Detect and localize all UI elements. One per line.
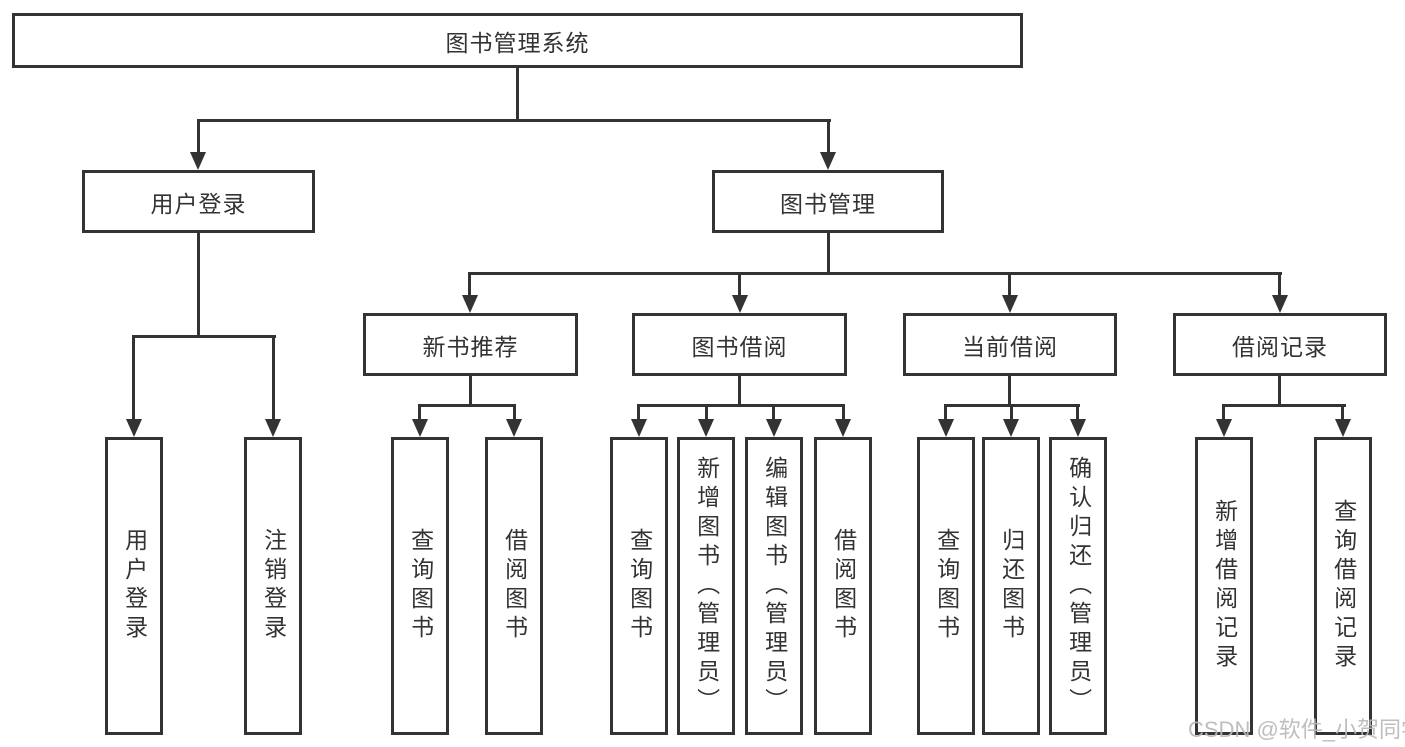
arrowhead-icon <box>462 295 478 313</box>
node-user-login-branch: 用户登录 <box>82 170 315 233</box>
connector-line <box>1008 272 1011 298</box>
node-root-library-system: 图书管理系统 <box>12 13 1023 68</box>
node-borrow-records: 借阅记录 <box>1173 313 1387 376</box>
node-label: 用户登录 <box>121 528 148 644</box>
node-leaf-return-book: 归还图书 <box>982 437 1040 735</box>
node-leaf-borrow-book: 借阅图书 <box>814 437 872 735</box>
connector-line <box>132 335 135 421</box>
node-leaf-confirm-return-admin: 确认归还（管理员） <box>1049 437 1107 735</box>
arrowhead-icon <box>732 295 748 313</box>
csdn-watermark: CSDN @软件_小贺同学 <box>1188 717 1405 742</box>
connector-line <box>197 119 831 122</box>
node-book-borrowing: 图书借阅 <box>632 313 847 376</box>
node-leaf-add-book-admin: 新增图书（管理员） <box>677 437 735 735</box>
connector-line <box>772 404 775 422</box>
arrowhead-icon <box>190 152 206 170</box>
arrowhead-icon <box>412 419 428 437</box>
node-label: 新书推荐 <box>422 333 519 360</box>
node-leaf-user-login: 用户登录 <box>105 437 163 735</box>
node-label: 查询图书 <box>626 528 653 644</box>
connector-line <box>637 404 845 407</box>
arrowhead-icon <box>1003 419 1019 437</box>
connector-line <box>197 119 200 155</box>
node-label: 查询图书 <box>933 528 960 644</box>
connector-line <box>1076 404 1079 422</box>
connector-line <box>705 404 708 422</box>
arrowhead-icon <box>766 419 782 437</box>
connector-line <box>197 233 200 335</box>
node-label: 新增图书（管理员） <box>693 455 720 717</box>
connector-line <box>468 272 1282 275</box>
node-label: 借阅记录 <box>1232 333 1328 360</box>
node-label: 查询借阅记录 <box>1330 499 1357 673</box>
connector-line <box>1222 404 1346 407</box>
arrowhead-icon <box>698 419 714 437</box>
connector-line <box>469 376 472 407</box>
node-leaf-borrow-books-recommend: 借阅图书 <box>485 437 543 735</box>
node-label: 用户登录 <box>150 190 247 217</box>
node-leaf-edit-book-admin: 编辑图书（管理员） <box>745 437 803 735</box>
arrowhead-icon <box>126 419 142 437</box>
connector-line <box>1222 404 1225 422</box>
connector-line <box>738 376 741 407</box>
node-label: 图书借阅 <box>691 333 788 360</box>
connector-line <box>516 68 519 122</box>
node-label: 图书管理系统 <box>445 29 590 56</box>
arrowhead-icon <box>506 419 522 437</box>
arrowhead-icon <box>1216 419 1232 437</box>
node-label: 新增借阅记录 <box>1211 499 1238 673</box>
arrowhead-icon <box>1070 419 1086 437</box>
connector-line <box>1008 376 1011 407</box>
connector-line <box>418 404 516 407</box>
arrowhead-icon <box>1272 295 1288 313</box>
connector-line <box>272 335 275 421</box>
connector-line <box>1278 376 1281 407</box>
arrowhead-icon <box>631 419 647 437</box>
connector-line <box>827 233 830 275</box>
node-label: 查询图书 <box>407 528 434 644</box>
node-new-book-recommend: 新书推荐 <box>363 313 578 376</box>
node-label: 借阅图书 <box>830 528 857 644</box>
connector-line <box>738 272 741 298</box>
node-leaf-query-books-current: 查询图书 <box>917 437 975 735</box>
arrowhead-icon <box>820 152 836 170</box>
node-leaf-add-borrow-record: 新增借阅记录 <box>1195 437 1253 735</box>
arrowhead-icon <box>1002 295 1018 313</box>
connector-line <box>132 335 276 338</box>
connector-line <box>944 404 947 422</box>
connector-line <box>827 119 830 155</box>
arrowhead-icon <box>1335 419 1351 437</box>
node-label: 图书管理 <box>780 190 876 217</box>
node-label: 确认归还（管理员） <box>1065 455 1092 717</box>
connector-line <box>513 404 516 422</box>
connector-line <box>468 272 471 298</box>
node-label: 当前借阅 <box>962 333 1058 360</box>
node-label: 编辑图书（管理员） <box>761 455 788 717</box>
connector-line <box>1341 404 1344 422</box>
node-label: 借阅图书 <box>501 528 528 644</box>
node-leaf-query-books-recommend: 查询图书 <box>391 437 449 735</box>
connector-line <box>637 404 640 422</box>
arrowhead-icon <box>835 419 851 437</box>
connector-line <box>418 404 421 422</box>
connector-line <box>842 404 845 422</box>
arrowhead-icon <box>938 419 954 437</box>
node-book-management-branch: 图书管理 <box>712 170 944 233</box>
node-label: 归还图书 <box>998 528 1025 644</box>
connector-line <box>1278 272 1281 298</box>
connector-line <box>1010 404 1013 422</box>
node-leaf-query-borrow-record: 查询借阅记录 <box>1314 437 1372 735</box>
node-leaf-logout: 注销登录 <box>244 437 302 735</box>
node-label: 注销登录 <box>260 528 287 644</box>
node-leaf-query-books-borrowing: 查询图书 <box>610 437 668 735</box>
arrowhead-icon <box>265 419 281 437</box>
node-current-borrowing: 当前借阅 <box>903 313 1117 376</box>
